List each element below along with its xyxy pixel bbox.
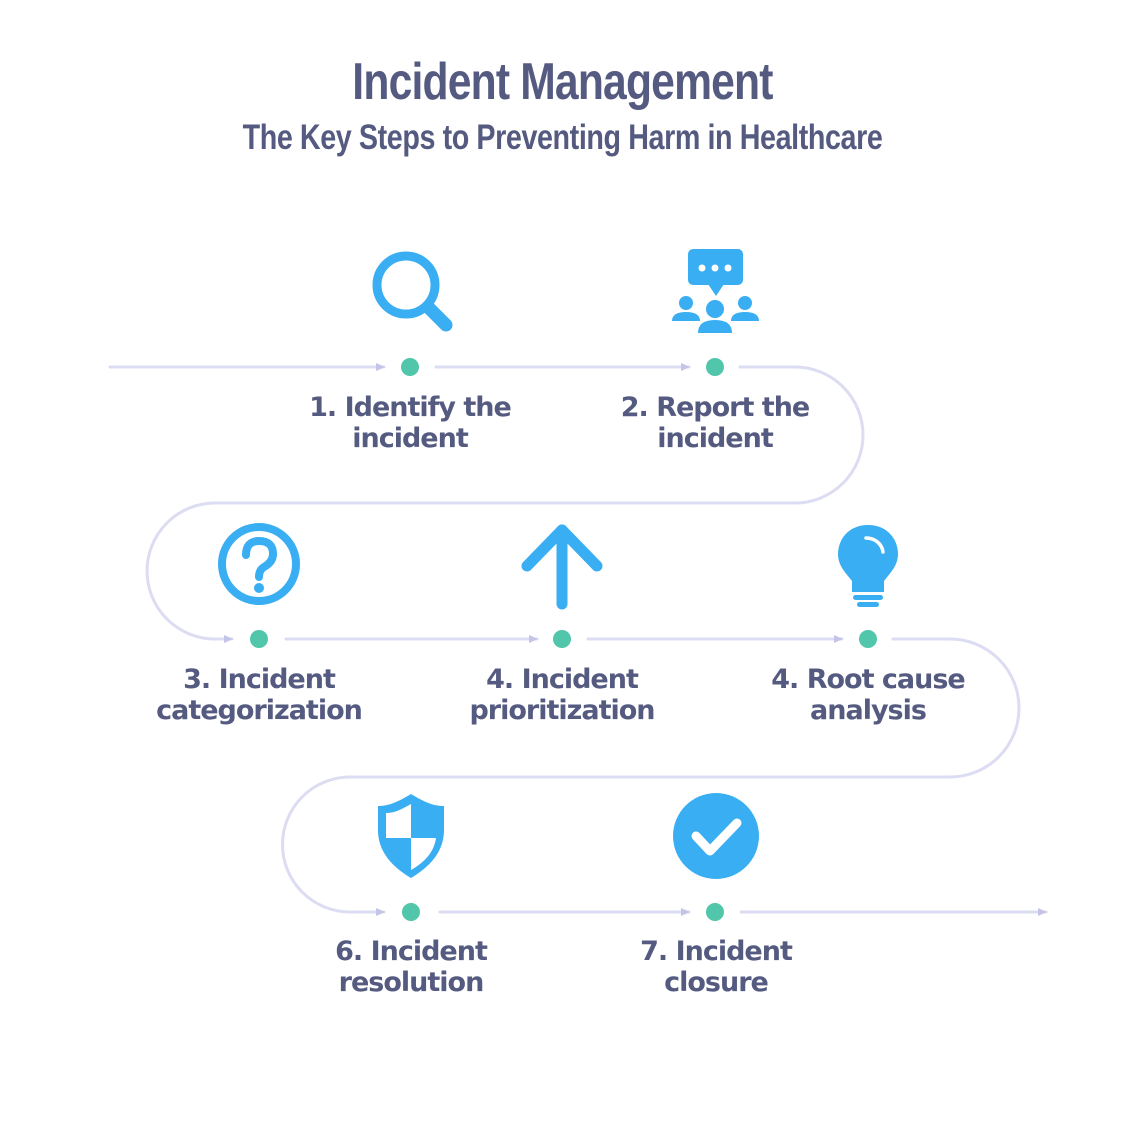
shield-icon — [378, 794, 444, 878]
lightbulb-icon — [838, 525, 898, 607]
step-2-line-1: 2. Report the — [620, 392, 811, 423]
step-6-line-1: 6. Incident — [335, 936, 488, 967]
step-dot-1 — [401, 358, 419, 376]
step-dot-5 — [859, 630, 877, 648]
step-dot-4 — [553, 630, 571, 648]
page-subtitle: The Key Steps to Preventing Harm in Heal… — [242, 118, 883, 157]
magnifier-icon — [372, 251, 453, 332]
path-curve-right-1 — [145, 365, 865, 643]
step-1-line-1: 1. Identify the — [309, 392, 512, 423]
question-circle-icon — [218, 523, 300, 605]
step-dots — [250, 358, 877, 921]
step-3-line-2: categorization — [156, 695, 363, 726]
step-label-7: 7. Incident closure — [566, 936, 866, 998]
step-label-5: 4. Root cause analysis — [718, 664, 1018, 726]
arrow-up-icon — [521, 524, 603, 610]
page-title: Incident Management — [352, 53, 773, 111]
step-4-line-1: 4. Incident — [486, 664, 639, 695]
step-label-6: 6. Incident resolution — [261, 936, 561, 998]
step-6-line-2: resolution — [338, 967, 485, 998]
step-4-line-2: prioritization — [469, 695, 655, 726]
step-label-4: 4. Incident prioritization — [412, 664, 712, 726]
step-dot-2 — [706, 358, 724, 376]
step-label-3: 3. Incident categorization — [109, 664, 409, 726]
step-5-line-2: analysis — [810, 695, 927, 726]
step-dot-3 — [250, 630, 268, 648]
check-circle-icon — [673, 793, 759, 879]
step-1-line-2: incident — [352, 423, 469, 454]
step-label-2: 2. Report the incident — [565, 392, 865, 454]
step-dot-6 — [402, 903, 420, 921]
step-2-line-2: incident — [657, 423, 774, 454]
step-dot-7 — [706, 903, 724, 921]
step-7-line-1: 7. Incident — [640, 936, 793, 967]
step-3-line-1: 3. Incident — [183, 664, 336, 695]
step-7-line-2: closure — [664, 967, 769, 998]
flow-path — [108, 363, 1048, 916]
path-curve-right-2 — [281, 637, 1021, 916]
team-chat-icon — [672, 249, 759, 333]
step-label-1: 1. Identify the incident — [260, 392, 560, 454]
step-5-line-1: 4. Root cause — [771, 664, 965, 695]
